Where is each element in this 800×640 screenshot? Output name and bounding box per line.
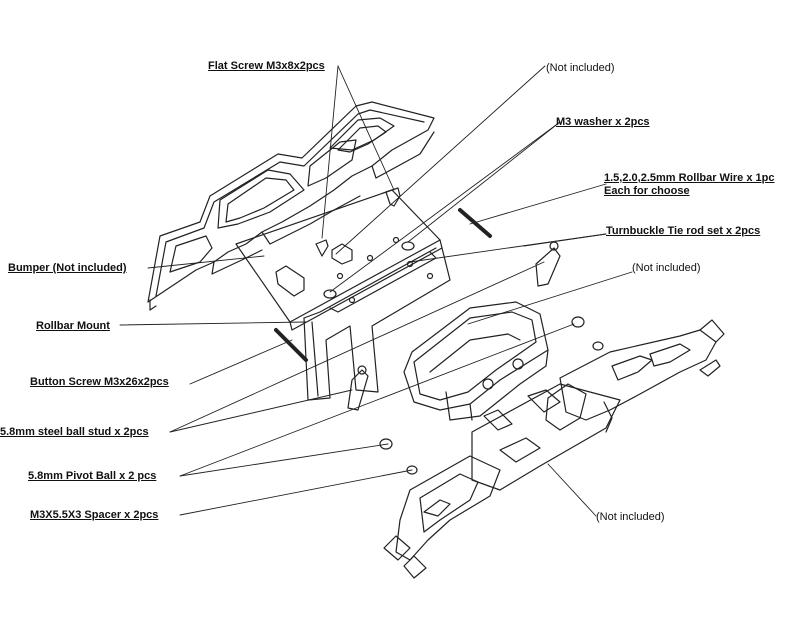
label-pivot-ball: 5.8mm Pivot Ball x 2 pcs [28,470,157,482]
label-not-included-top: (Not included) [546,62,615,74]
bumper-part [147,101,435,311]
label-rollbar-wire-line1: 1.5,2.0,2.5mm Rollbar Wire x 1pc [604,172,775,184]
label-button-screw: Button Screw M3x26x2pcs [30,376,169,388]
label-turnbuckle: Turnbuckle Tie rod set x 2pcs [606,225,761,237]
label-ball-stud: 5.8mm steel ball stud x 2pcs [0,426,149,438]
leader-lines [119,65,633,517]
label-not-included-mid: (Not included) [632,262,701,274]
label-rollbar-mount: Rollbar Mount [36,320,110,332]
label-not-included-bottom: (Not included) [596,511,665,523]
hardware-parts [274,187,604,475]
label-spacer: M3X5.5X3 Spacer x 2pcs [30,509,159,521]
suspension-arms-part [383,319,725,579]
label-bumper: Bumper (Not included) [8,262,127,274]
label-flat-screw: Flat Screw M3x8x2pcs [208,60,325,72]
chassis-tub-part [403,301,549,421]
label-m3-washer: M3 washer x 2pcs [556,116,650,128]
rollbar-mount-part [235,189,451,401]
label-rollbar-wire-line2: Each for choose [604,185,690,197]
